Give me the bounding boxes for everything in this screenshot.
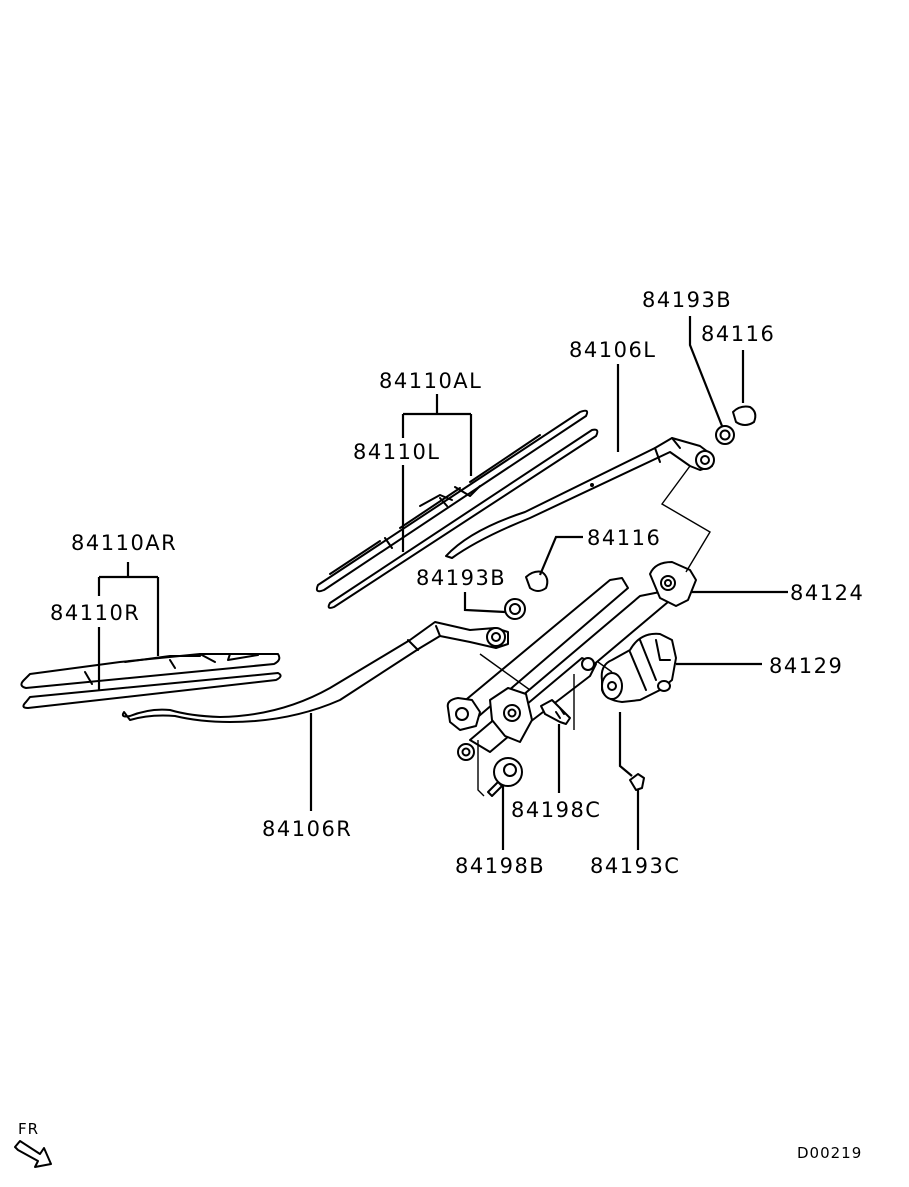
wiper-blade-left[interactable] — [315, 409, 589, 593]
cap-84116-top[interactable] — [732, 405, 757, 426]
cap-84116-mid[interactable] — [525, 570, 549, 592]
label-84193C[interactable]: 84193C — [590, 854, 680, 878]
label-84106R[interactable]: 84106R — [262, 817, 352, 841]
nut-84193C[interactable] — [629, 773, 645, 791]
label-84124[interactable]: 84124 — [790, 581, 864, 605]
wiper-arm-left[interactable] — [445, 437, 715, 559]
label-84110AL[interactable]: 84110AL — [379, 369, 482, 393]
nut-84193B-top[interactable] — [715, 425, 735, 445]
diagram-code: D00219 — [797, 1144, 862, 1162]
label-84110L[interactable]: 84110L — [353, 440, 441, 464]
wiper-linkage[interactable] — [446, 561, 697, 753]
label-84116-mid[interactable]: 84116 — [587, 526, 661, 550]
wiper-blade-rubber-left[interactable] — [327, 428, 599, 609]
label-84110AR[interactable]: 84110AR — [71, 531, 177, 555]
label-84129[interactable]: 84129 — [769, 654, 843, 678]
label-84116-top[interactable]: 84116 — [701, 322, 775, 346]
nut-84198B-small[interactable] — [457, 743, 475, 761]
front-direction-indicator: FR — [14, 1120, 52, 1168]
wiper-blade-right[interactable] — [20, 653, 281, 689]
label-84198B[interactable]: 84198B — [455, 854, 545, 878]
wiper-arm-right[interactable] — [121, 621, 509, 723]
label-84193B-mid[interactable]: 84193B — [416, 566, 506, 590]
bolt-84198B[interactable] — [487, 757, 523, 797]
bolt-84198C[interactable] — [540, 699, 571, 725]
label-84198C[interactable]: 84198C — [511, 798, 601, 822]
wiper-blade-rubber-right[interactable] — [22, 672, 282, 709]
leader-lines — [97, 316, 788, 850]
direction-label: FR — [18, 1120, 39, 1138]
wiper-motor[interactable] — [600, 632, 677, 703]
label-84106L[interactable]: 84106L — [569, 338, 657, 362]
label-84193B-top[interactable]: 84193B — [642, 288, 732, 312]
label-84110R[interactable]: 84110R — [50, 601, 140, 625]
front-arrow-icon — [14, 1140, 52, 1168]
nut-84193B-mid[interactable] — [504, 598, 526, 620]
